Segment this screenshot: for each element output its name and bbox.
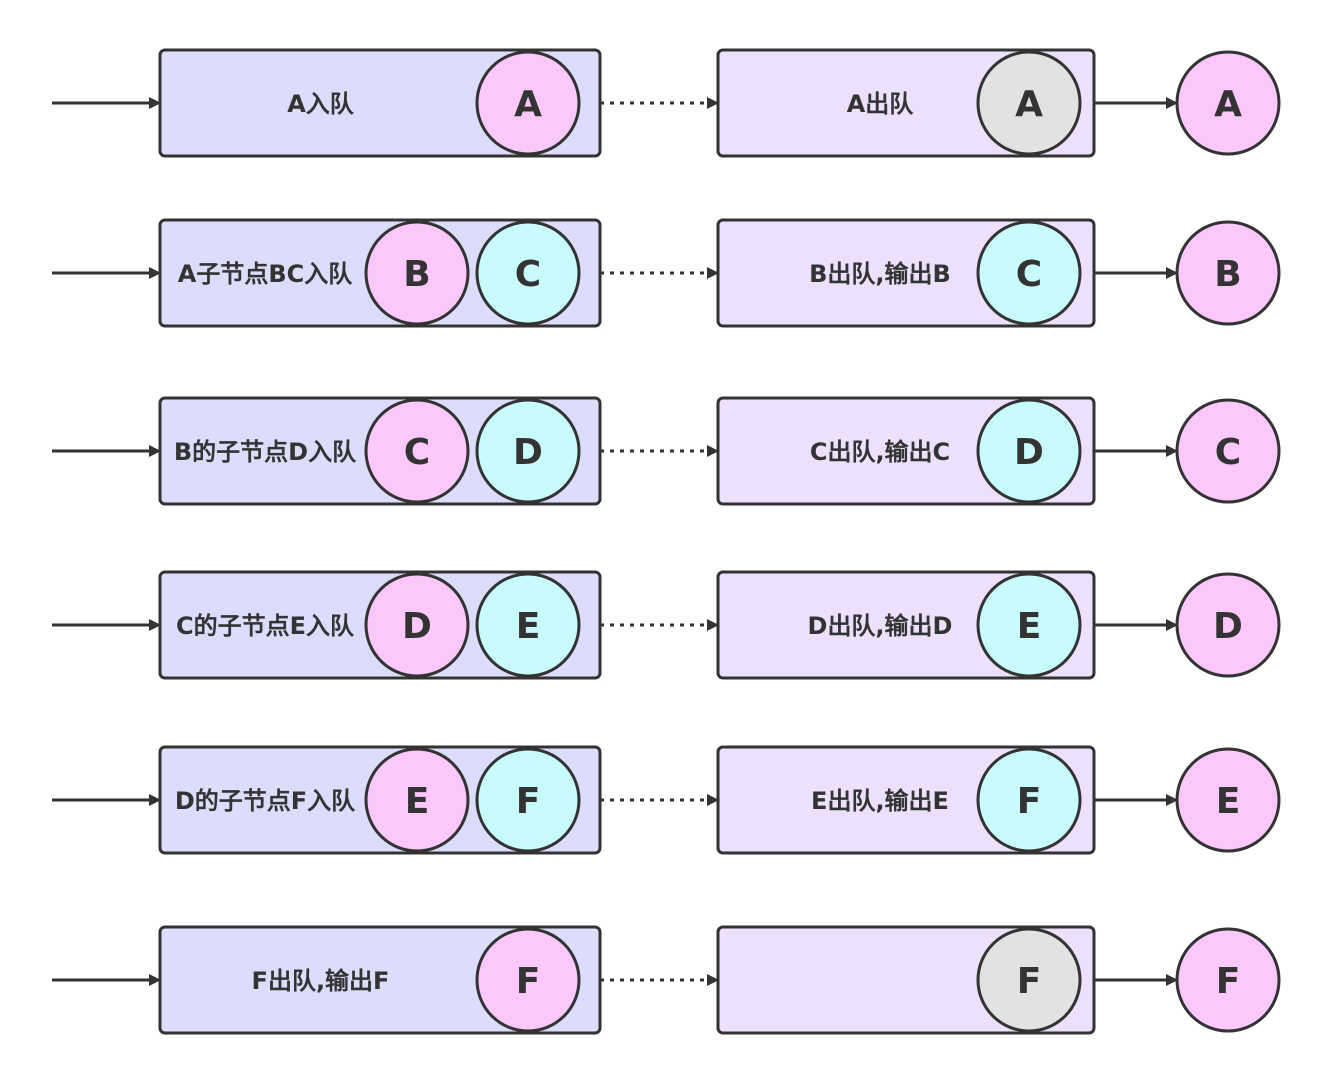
queue-node-circle [976, 747, 1082, 853]
step-row: C的子节点E入队 E D D出队,输出D E D [52, 570, 1281, 680]
output-node: B [1175, 220, 1281, 326]
dequeue-box: A出队 A [716, 48, 1096, 158]
output-node: F [1175, 927, 1281, 1033]
queue-node-label: A [1015, 84, 1043, 125]
queue-node-label: F [1017, 781, 1042, 822]
step-row: A入队 A A出队 A A [52, 48, 1281, 158]
output-node-circle [1175, 50, 1281, 156]
queue-node: E [475, 572, 581, 678]
output-node-circle [1175, 747, 1281, 853]
queue-node-label: E [405, 781, 430, 822]
queue-node-label: F [1017, 961, 1042, 1002]
enqueue-box: D的子节点F入队 F E [158, 745, 602, 855]
queue-node-circle [475, 572, 581, 678]
output-node-circle [1175, 572, 1281, 678]
queue-node-circle [475, 747, 581, 853]
step-row: A子节点BC入队 C B B出队,输出B C B [52, 218, 1281, 328]
enqueue-box: F出队,输出F F [158, 925, 602, 1035]
queue-node: A [976, 50, 1082, 156]
output-node-circle [1175, 398, 1281, 504]
step-row: F出队,输出F F F F [52, 925, 1281, 1035]
dequeue-step-label: A出队 [847, 90, 915, 118]
dequeue-box: E出队,输出E F [716, 745, 1096, 855]
output-node: D [1175, 572, 1281, 678]
queue-node-circle [475, 927, 581, 1033]
queue-node: F [976, 747, 1082, 853]
step-row: D的子节点F入队 F E E出队,输出E F E [52, 745, 1281, 855]
queue-node-circle [475, 220, 581, 326]
dequeue-step-label: D出队,输出D [808, 612, 953, 640]
dequeue-box: B出队,输出B C [716, 218, 1096, 328]
queue-node-circle [976, 572, 1082, 678]
queue-node: D [364, 572, 470, 678]
output-node-label: D [1213, 606, 1243, 647]
queue-node-label: F [516, 961, 541, 1002]
queue-node-circle [976, 220, 1082, 326]
queue-node: D [976, 398, 1082, 504]
output-node-label: E [1216, 781, 1241, 822]
queue-node: A [475, 50, 581, 156]
enqueue-box: A入队 A [158, 48, 602, 158]
queue-node-label: C [1016, 254, 1042, 295]
queue-node: E [976, 572, 1082, 678]
queue-node: F [976, 927, 1082, 1033]
enqueue-box: A子节点BC入队 C B [158, 218, 602, 328]
dequeue-step-label: B出队,输出B [809, 260, 951, 288]
dequeue-box: C出队,输出C D [716, 396, 1096, 506]
enqueue-step-label: D的子节点F入队 [175, 787, 356, 815]
queue-node-label: D [513, 432, 543, 473]
dequeue-step-label: E出队,输出E [811, 787, 949, 815]
queue-node: C [475, 220, 581, 326]
enqueue-step-label: A子节点BC入队 [178, 260, 353, 288]
queue-node-label: D [402, 606, 432, 647]
queue-node-circle [364, 398, 470, 504]
output-node: A [1175, 50, 1281, 156]
step-row: B的子节点D入队 D C C出队,输出C D C [52, 396, 1281, 506]
queue-node-circle [364, 572, 470, 678]
queue-node: D [475, 398, 581, 504]
queue-node-label: E [1017, 606, 1042, 647]
queue-node: C [976, 220, 1082, 326]
enqueue-box: C的子节点E入队 E D [158, 570, 602, 680]
queue-node: F [475, 747, 581, 853]
queue-node-circle [976, 927, 1082, 1033]
queue-node: F [475, 927, 581, 1033]
queue-node-circle [364, 747, 470, 853]
dequeue-box: F [716, 925, 1096, 1035]
dequeue-box: D出队,输出D E [716, 570, 1096, 680]
output-node-label: C [1215, 432, 1241, 473]
output-node-circle [1175, 220, 1281, 326]
queue-node-circle [475, 50, 581, 156]
queue-node: C [364, 398, 470, 504]
output-node: E [1175, 747, 1281, 853]
output-node: C [1175, 398, 1281, 504]
output-node-label: B [1214, 254, 1241, 295]
enqueue-step-label: A入队 [287, 90, 355, 118]
enqueue-step-label: F出队,输出F [252, 967, 390, 995]
queue-node-circle [976, 398, 1082, 504]
enqueue-step-label: B的子节点D入队 [174, 438, 357, 466]
queue-node-circle [475, 398, 581, 504]
output-node-label: A [1214, 84, 1242, 125]
queue-node-label: D [1014, 432, 1044, 473]
enqueue-step-label: C的子节点E入队 [176, 612, 355, 640]
enqueue-box: B的子节点D入队 D C [158, 396, 602, 506]
queue-node-label: F [516, 781, 541, 822]
output-node-label: F [1216, 961, 1241, 1002]
queue-node-label: A [514, 84, 542, 125]
queue-node: E [364, 747, 470, 853]
queue-node-circle [364, 220, 470, 326]
queue-node-label: C [515, 254, 541, 295]
queue-node-circle [976, 50, 1082, 156]
queue-node-label: B [403, 254, 430, 295]
queue-node-label: E [516, 606, 541, 647]
queue-node: B [364, 220, 470, 326]
queue-node-label: C [404, 432, 430, 473]
dequeue-step-label: C出队,输出C [810, 438, 950, 466]
output-node-circle [1175, 927, 1281, 1033]
